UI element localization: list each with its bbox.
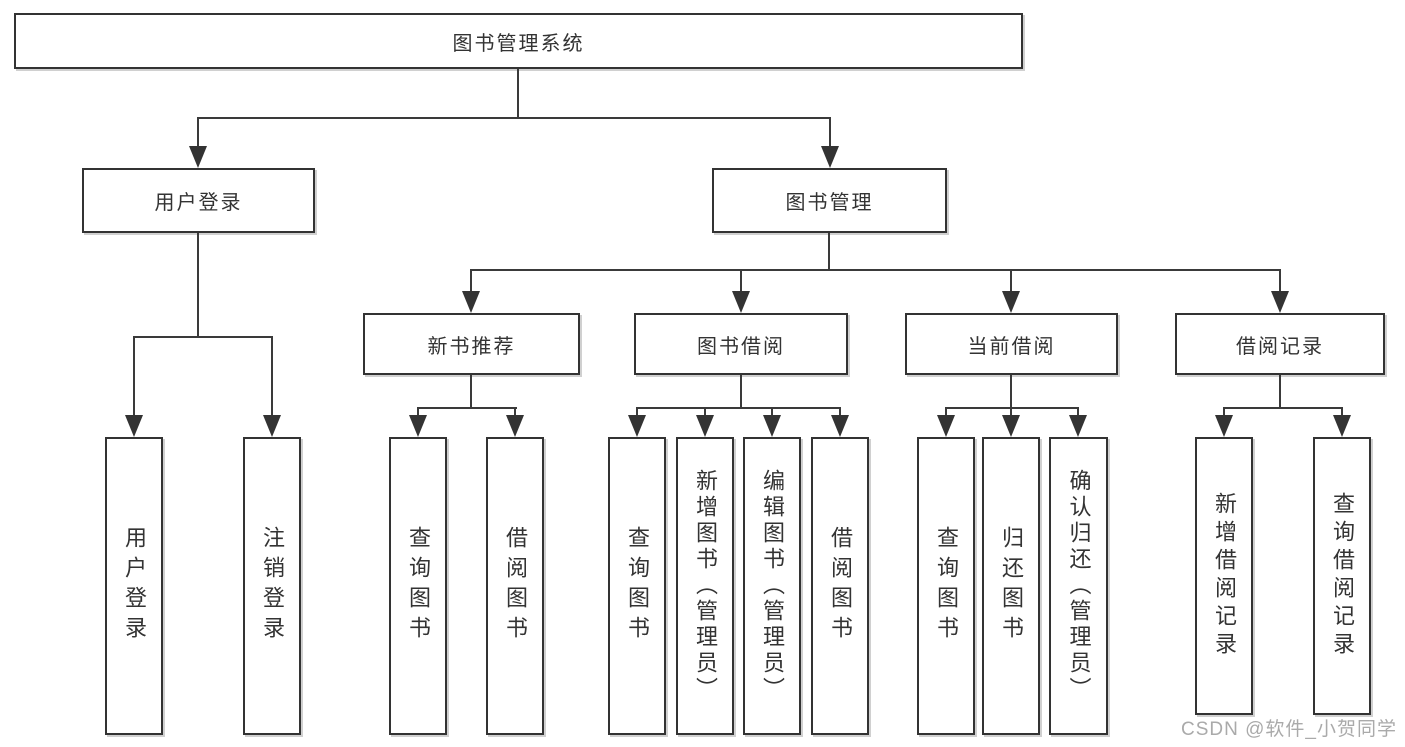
arrowhead-icon (628, 415, 646, 437)
connector-line (1010, 409, 1012, 418)
connector-line (197, 117, 831, 119)
connector-line (470, 271, 472, 291)
connector-line (197, 233, 199, 336)
connector-line (740, 271, 742, 291)
connector-line (704, 409, 706, 418)
connector-line (1010, 271, 1012, 291)
leaf-query-books-recommend: 查询图书 (389, 437, 447, 735)
arrowhead-icon (506, 415, 524, 437)
node-library-system: 图书管理系统 (14, 13, 1023, 69)
connector-line (133, 336, 273, 338)
leaf-edit-books-admin: 编辑图书（管理员） (743, 437, 801, 735)
arrowhead-icon (462, 291, 480, 313)
arrowhead-icon (1002, 291, 1020, 313)
connector-line (636, 407, 841, 409)
node-user-login: 用户登录 (82, 168, 315, 233)
leaf-add-books-admin: 新增图书（管理员） (676, 437, 734, 735)
connector-line (771, 409, 773, 418)
node-book-borrow: 图书借阅 (634, 313, 848, 375)
connector-line (828, 233, 830, 269)
leaf-query-books-borrow: 查询图书 (608, 437, 666, 735)
connector-line (470, 269, 1281, 271)
leaf-logout: 注销登录 (243, 437, 301, 735)
connector-line (945, 409, 947, 418)
arrowhead-icon (125, 415, 143, 437)
node-current-borrow: 当前借阅 (905, 313, 1118, 375)
connector-line (636, 409, 638, 418)
leaf-borrow-books-recommend: 借阅图书 (486, 437, 544, 735)
arrowhead-icon (821, 146, 839, 168)
arrowhead-icon (1002, 415, 1020, 437)
connector-line (517, 69, 519, 117)
arrowhead-icon (831, 415, 849, 437)
connector-line (1279, 271, 1281, 291)
arrowhead-icon (1215, 415, 1233, 437)
connector-line (945, 407, 1079, 409)
leaf-query-books-current: 查询图书 (917, 437, 975, 735)
arrowhead-icon (189, 146, 207, 168)
arrowhead-icon (1069, 415, 1087, 437)
connector-line (1223, 409, 1225, 418)
node-book-management: 图书管理 (712, 168, 947, 233)
connector-line (839, 409, 841, 418)
arrowhead-icon (263, 415, 281, 437)
connector-line (133, 338, 135, 415)
connector-line (197, 119, 199, 148)
connector-line (417, 407, 517, 409)
leaf-user-login: 用户登录 (105, 437, 163, 735)
leaf-return-books: 归还图书 (982, 437, 1040, 735)
csdn-watermark: CSDN @软件_小贺同学 (1181, 719, 1397, 740)
connector-line (1279, 375, 1281, 407)
leaf-query-borrow-record: 查询借阅记录 (1313, 437, 1371, 715)
arrowhead-icon (732, 291, 750, 313)
arrowhead-icon (696, 415, 714, 437)
arrowhead-icon (1271, 291, 1289, 313)
arrowhead-icon (763, 415, 781, 437)
leaf-add-borrow-record: 新增借阅记录 (1195, 437, 1253, 715)
leaf-borrow-books: 借阅图书 (811, 437, 869, 735)
connector-line (514, 409, 516, 418)
arrowhead-icon (937, 415, 955, 437)
arrowhead-icon (409, 415, 427, 437)
node-borrow-records: 借阅记录 (1175, 313, 1385, 375)
connector-line (271, 338, 273, 415)
connector-line (740, 375, 742, 407)
arrowhead-icon (1333, 415, 1351, 437)
connector-line (1010, 375, 1012, 407)
connector-line (1077, 409, 1079, 418)
connector-line (829, 119, 831, 148)
connector-line (470, 375, 472, 407)
node-new-book-recommend: 新书推荐 (363, 313, 580, 375)
leaf-confirm-return-admin: 确认归还（管理员） (1049, 437, 1108, 735)
connector-line (417, 409, 419, 418)
connector-line (1223, 407, 1343, 409)
connector-line (1341, 409, 1343, 418)
